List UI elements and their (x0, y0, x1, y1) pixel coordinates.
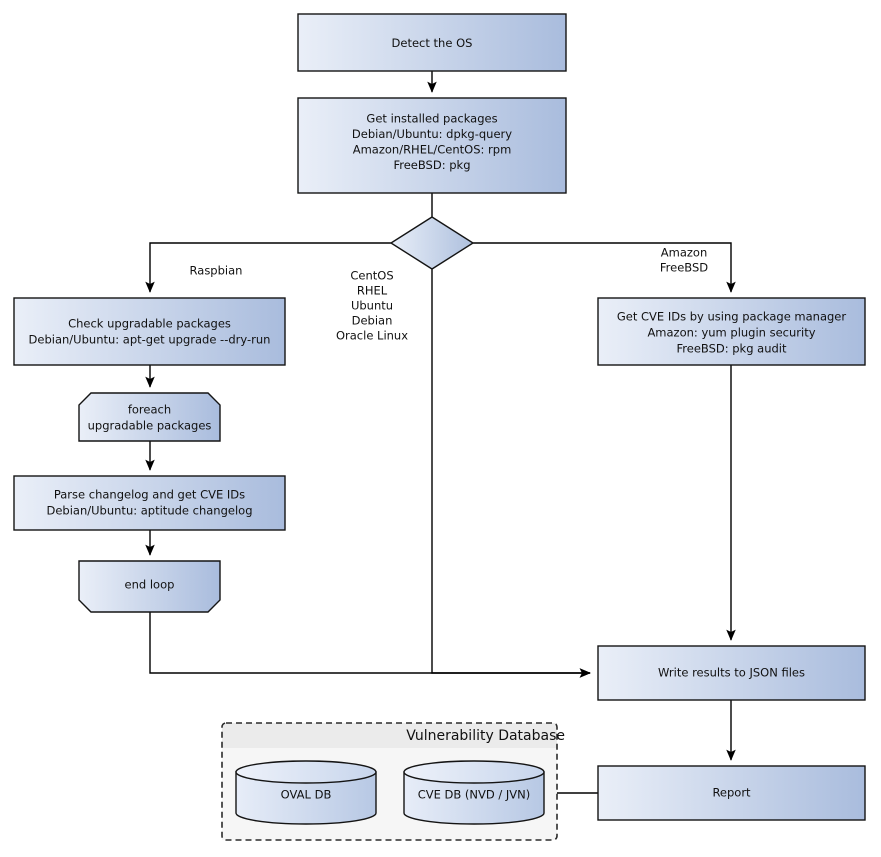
edge-label-ubuntu: Ubuntu (351, 299, 393, 313)
get-cve-ids-box[interactable] (597, 297, 866, 366)
check-upgradable-line-2: Debian/Ubuntu: apt-get upgrade --dry-run (29, 333, 271, 347)
edge-label-rhel: RHEL (357, 284, 388, 298)
write-results-box[interactable] (597, 645, 866, 701)
parse-changelog-line-1: Parse changelog and get CVE IDs (54, 488, 245, 502)
end-loop-label: end loop (125, 578, 175, 592)
foreach-loop-line-1: foreach (128, 403, 171, 417)
check-upgradable-line-1: Check upgradable packages (68, 317, 231, 331)
get-installed-packages-line-2: Debian/Ubuntu: dpkg-query (352, 127, 512, 141)
oval-db-cylinder-body[interactable] (235, 771, 377, 825)
node-get-installed-packages[interactable]: Get installed packages Debian/Ubuntu: dp… (297, 97, 567, 194)
vulndb-group-title-bar (222, 723, 557, 748)
parse-changelog-box[interactable] (13, 475, 286, 531)
foreach-loop-line-2: upgradable packages (88, 419, 212, 433)
os-decision-diamond[interactable] (389, 216, 475, 270)
foreach-loop-shape[interactable] (78, 392, 221, 442)
get-cve-ids-line-1: Get CVE IDs by using package manager (617, 310, 847, 324)
check-upgradable-box[interactable] (13, 297, 286, 366)
write-results-label: Write results to JSON files (658, 666, 805, 680)
node-oval-db[interactable]: OVAL DB (235, 760, 377, 825)
edge-endloop-to-write (149, 612, 591, 678)
oval-db-cylinder-top (235, 760, 377, 784)
edge-decision-left-raspbian (145, 242, 391, 293)
edge-labels-layer: Raspbian CentOS RHEL Ubuntu Debian Oracl… (190, 246, 709, 343)
node-parse-changelog[interactable]: Parse changelog and get CVE IDs Debian/U… (13, 475, 286, 531)
node-get-cve-ids-package-manager[interactable]: Get CVE IDs by using package manager Ama… (597, 297, 866, 366)
edge-label-centos: CentOS (350, 269, 393, 283)
node-cve-db[interactable]: CVE DB (NVD / JVN) (403, 760, 545, 825)
node-foreach-loop-start[interactable]: foreach upgradable packages (78, 392, 221, 442)
end-loop-shape[interactable] (78, 560, 221, 613)
cve-db-cylinder-top (403, 760, 545, 784)
node-check-upgradable-packages[interactable]: Check upgradable packages Debian/Ubuntu:… (13, 297, 286, 366)
edge-decision-right-amazon-freebsd (473, 242, 736, 293)
get-installed-packages-line-4: FreeBSD: pkg (393, 158, 470, 172)
node-report[interactable]: Report (597, 765, 866, 821)
node-end-loop[interactable]: end loop (78, 560, 221, 613)
node-detect-the-os[interactable]: Detect the OS (297, 13, 567, 72)
detect-os-label: Detect the OS (392, 36, 473, 50)
report-box[interactable] (597, 765, 866, 821)
edge-label-amazon: Amazon (661, 246, 707, 260)
get-installed-packages-line-1: Get installed packages (366, 112, 497, 126)
edge-label-debian: Debian (352, 314, 393, 328)
edge-label-oracle-linux: Oracle Linux (336, 329, 408, 343)
get-cve-ids-line-2: Amazon: yum plugin security (647, 326, 815, 340)
get-installed-packages-box[interactable] (297, 97, 567, 194)
parse-changelog-line-2: Debian/Ubuntu: aptitude changelog (47, 504, 253, 518)
cve-db-cylinder-body[interactable] (403, 771, 545, 825)
cve-db-label: CVE DB (NVD / JVN) (418, 788, 531, 802)
detect-os-box[interactable] (297, 13, 567, 72)
edge-label-freebsd: FreeBSD (660, 261, 708, 275)
report-label: Report (712, 786, 751, 800)
get-installed-packages-line-3: Amazon/RHEL/CentOS: rpm (353, 143, 512, 157)
group-vulnerability-database: Vulnerability Database OVAL DB CVE DB (N… (221, 722, 565, 841)
vulndb-group-title: Vulnerability Database (406, 728, 565, 744)
get-cve-ids-line-3: FreeBSD: pkg audit (676, 342, 787, 356)
node-os-decision[interactable] (389, 216, 475, 270)
oval-db-label: OVAL DB (281, 788, 332, 802)
edge-decision-center-passthrough (431, 269, 591, 678)
edge-label-raspbian: Raspbian (190, 264, 243, 278)
node-write-results[interactable]: Write results to JSON files (597, 645, 866, 701)
vulndb-group-border (221, 722, 558, 841)
